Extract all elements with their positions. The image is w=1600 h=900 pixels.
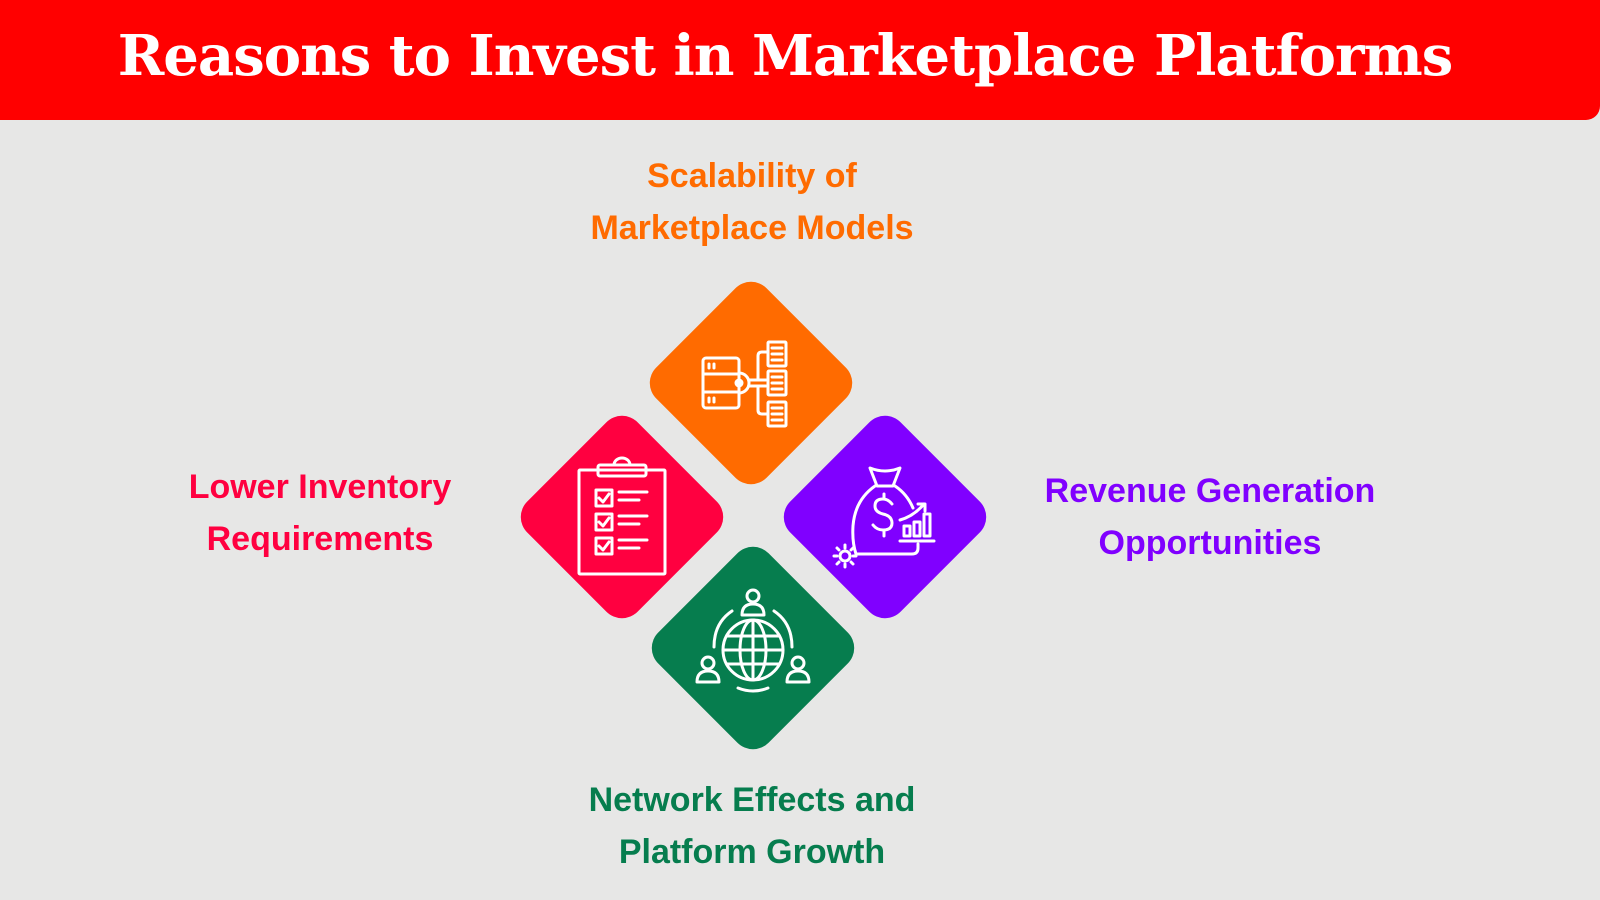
label-lower-inventory: Lower Inventory Requirements bbox=[150, 461, 490, 565]
label-revenue-generation: Revenue Generation Opportunities bbox=[1010, 465, 1410, 569]
label-line-1: Network Effects and bbox=[588, 781, 916, 819]
label-line-1: Scalability of bbox=[647, 157, 857, 195]
label-line-2: Platform Growth bbox=[618, 833, 886, 871]
page-title: Reasons to Invest in Marketplace Platfor… bbox=[117, 23, 1454, 89]
clipboard-checklist-icon bbox=[557, 452, 687, 582]
label-line-2: Marketplace Models bbox=[590, 209, 914, 247]
label-line-2: Requirements bbox=[206, 520, 434, 558]
title-banner: Reasons to Invest in Marketplace Platfor… bbox=[0, 0, 1600, 120]
label-network-effects: Network Effects and Platform Growth bbox=[551, 774, 953, 878]
global-network-people-icon bbox=[688, 583, 818, 713]
money-bag-growth-icon bbox=[820, 452, 950, 582]
label-line-1: Lower Inventory bbox=[188, 468, 452, 506]
label-line-1: Revenue Generation bbox=[1044, 472, 1376, 510]
label-scalability: Scalability of Marketplace Models bbox=[551, 150, 953, 254]
server-network-icon bbox=[686, 318, 816, 448]
label-line-2: Opportunities bbox=[1098, 524, 1322, 562]
